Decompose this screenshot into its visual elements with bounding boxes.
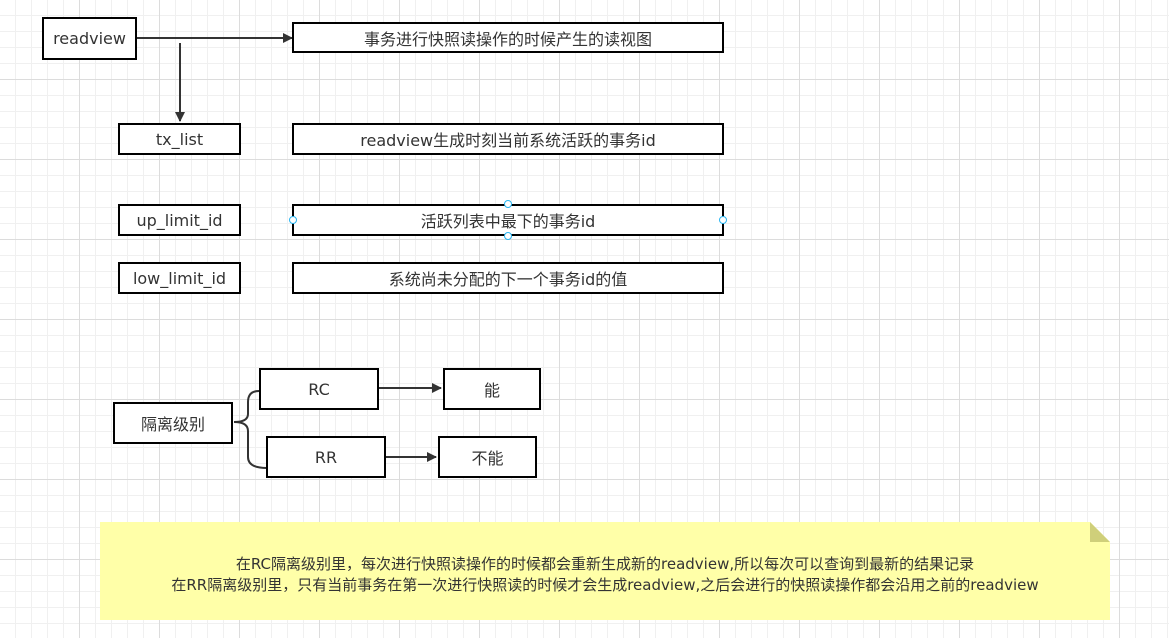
readview-label: readview xyxy=(53,29,126,48)
note-line-1: 在RC隔离级别里，每次进行快照读操作的时候都会重新生成新的readview,所以… xyxy=(235,555,975,573)
readview-desc-box[interactable]: 事务进行快照读操作的时候产生的读视图 xyxy=(292,22,724,53)
tx-list-desc-label: readview生成时刻当前系统活跃的事务id xyxy=(360,131,656,150)
rc-result-label: 能 xyxy=(483,381,500,400)
low-limit-id-box[interactable]: low_limit_id xyxy=(118,262,241,294)
selection-handle-bottom[interactable] xyxy=(504,232,512,240)
selection-handle-top[interactable] xyxy=(504,200,512,208)
note-shape xyxy=(100,522,1110,620)
rr-label: RR xyxy=(314,447,338,467)
rc-result-box[interactable]: 能 xyxy=(443,368,541,410)
up-limit-id-box[interactable]: up_limit_id xyxy=(118,204,241,236)
selection-handle-right[interactable] xyxy=(719,216,727,224)
rc-box[interactable]: RC xyxy=(259,368,379,410)
isolation-level-label: 隔离级别 xyxy=(140,415,205,434)
readview-box[interactable]: readview xyxy=(42,17,137,60)
rr-result-box[interactable]: 不能 xyxy=(438,436,537,478)
rr-result-label: 不能 xyxy=(471,449,504,468)
rc-label: RC xyxy=(308,379,330,399)
readview-desc-label: 事务进行快照读操作的时候产生的读视图 xyxy=(363,29,652,49)
curly-brace xyxy=(233,390,268,469)
note-line-2: 在RR隔离级别里，只有当前事务在第一次进行快照读的时候才会生成readview,… xyxy=(171,576,1039,594)
tx-list-box[interactable]: tx_list xyxy=(118,123,241,155)
note-text: 在RC隔离级别里，每次进行快照读操作的时候都会重新生成新的readview,所以… xyxy=(100,522,1110,620)
low-limit-id-desc-box[interactable]: 系统尚未分配的下一个事务id的值 xyxy=(292,262,724,294)
selection-handle-left[interactable] xyxy=(289,216,297,224)
rr-box[interactable]: RR xyxy=(266,436,386,478)
note-body xyxy=(100,522,1110,620)
sticky-note[interactable]: 在RC隔离级别里，每次进行快照读操作的时候都会重新生成新的readview,所以… xyxy=(100,522,1110,620)
low-limit-id-label: low_limit_id xyxy=(132,268,227,288)
up-limit-id-label: up_limit_id xyxy=(136,210,223,230)
low-limit-id-desc-label: 系统尚未分配的下一个事务id的值 xyxy=(388,270,628,289)
note-fold xyxy=(1090,522,1110,542)
up-limit-id-desc-label: 活跃列表中最下的事务id xyxy=(420,212,596,231)
tx-list-label: tx_list xyxy=(155,129,204,149)
isolation-level-box[interactable]: 隔离级别 xyxy=(113,402,233,444)
tx-list-desc-box[interactable]: readview生成时刻当前系统活跃的事务id xyxy=(292,123,724,155)
